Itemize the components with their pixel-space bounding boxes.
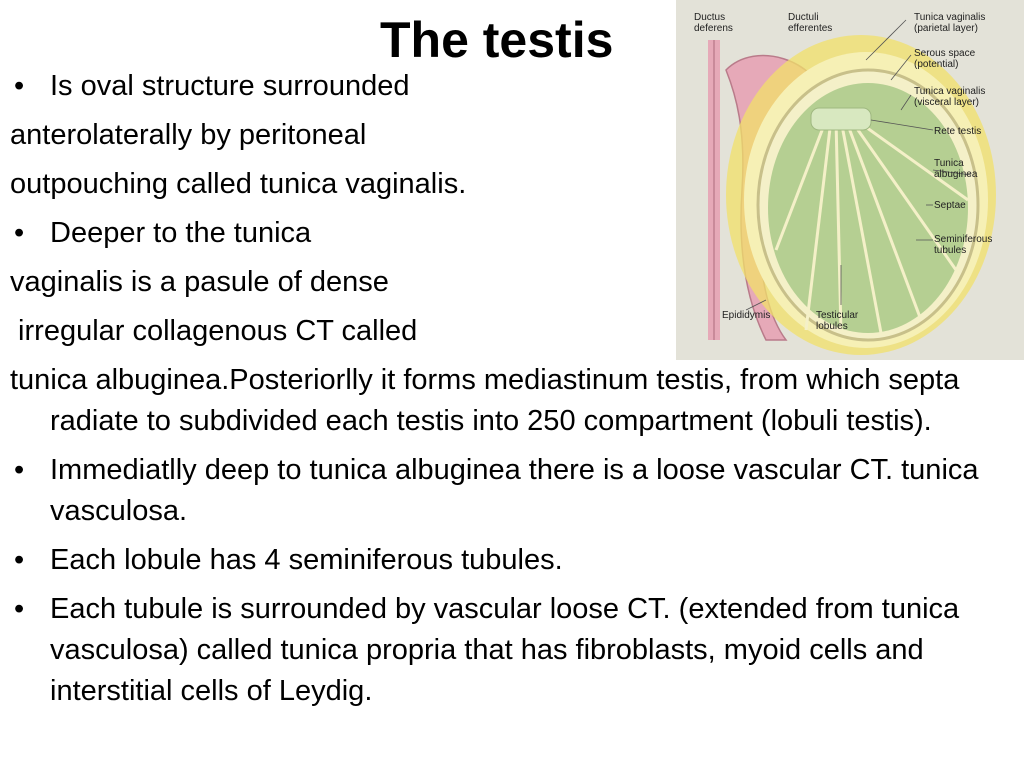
label-serous-space: Serous space (potential): [914, 48, 976, 70]
bullet-item-3: • Immediatlly deep to tunica albuginea t…: [10, 450, 1022, 532]
rete-testis-shape: [810, 107, 872, 131]
bullet-5-text: Each tubule is surrounded by vascular lo…: [50, 593, 960, 707]
bullet-2-text: Deeper to the tunica: [50, 217, 312, 249]
bullet-marker: •: [14, 217, 25, 249]
label-tunica-vaginalis-parietal: Tunica vaginalis (parietal layer): [914, 12, 986, 34]
bullet-item-5: • Each tubule is surrounded by vascular …: [10, 589, 1022, 712]
bullet-3-text: Immediatlly deep to tunica albuginea the…: [50, 454, 979, 527]
testis-illustration: [708, 19, 996, 355]
bullet-marker: •: [14, 593, 25, 625]
bullet-1-continuation-1: anterolaterally by peritoneal: [10, 119, 367, 151]
testis-diagram: Ductus deferens Ductuli efferentes Tunic…: [676, 0, 1024, 360]
septae-lines: [774, 118, 969, 334]
seminiferous-tubules-shape: [768, 83, 968, 333]
slide-body: • Is oval structure surrounded anterolat…: [10, 66, 1022, 720]
bullet-item-2: • Deeper to the tunica: [10, 213, 1022, 262]
bullet-item-4: • Each lobule has 4 seminiferous tubules…: [10, 540, 1022, 581]
bullet-2-continuation-1: vaginalis is a pasule of dense: [10, 266, 389, 298]
bullet-1-text: Is oval structure surrounded: [50, 70, 410, 102]
bullet-4-text: Each lobule has 4 seminiferous tubules.: [50, 544, 563, 576]
bullet-1-continuation-2: outpouching called tunica vaginalis.: [10, 168, 467, 200]
slide-title: The testis: [380, 12, 614, 68]
label-tunica-albuginea: Tunica albuginea: [934, 158, 978, 180]
bullet-marker: •: [14, 544, 25, 576]
label-ductus-deferens: Ductus deferens: [694, 12, 733, 34]
label-epididymis: Epididymis: [722, 310, 771, 321]
label-seminiferous-tubules: Seminiferous tubules: [934, 234, 993, 256]
label-septae: Septae: [934, 200, 966, 211]
bullet-marker: •: [14, 454, 25, 486]
bullet-2-continuation-3: tunica albuginea.Posteriorlly it forms m…: [10, 364, 960, 437]
label-tunica-vaginalis-visceral: Tunica vaginalis (visceral layer): [914, 86, 986, 108]
label-testicular-lobules: Testicular lobules: [816, 310, 859, 332]
label-ductuli-efferentes: Ductuli efferentes: [788, 12, 833, 34]
label-rete-testis: Rete testis: [934, 126, 982, 137]
bullet-marker: •: [14, 70, 25, 102]
leader-lines: [745, 19, 972, 311]
bullet-item-1: • Is oval structure surrounded: [10, 66, 1022, 115]
bullet-2-continuation-2: irregular collagenous CT called: [10, 315, 418, 347]
